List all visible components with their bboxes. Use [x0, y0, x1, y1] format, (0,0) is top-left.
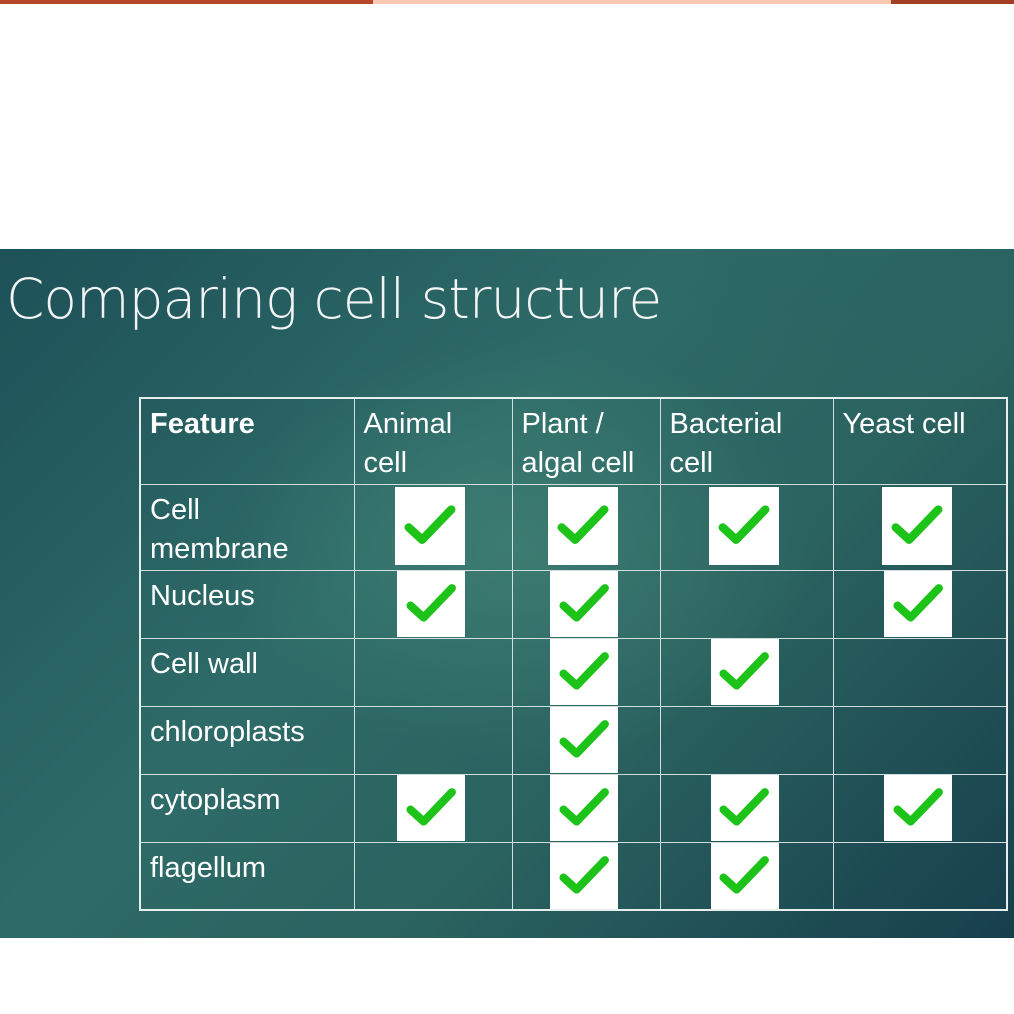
checkmark-image[interactable]	[397, 774, 465, 841]
bacterial-cell[interactable]	[659, 569, 834, 639]
search-box[interactable]	[373, 0, 891, 4]
checkmark-image[interactable]	[708, 486, 779, 565]
header-yeast-cell: Yeast cell	[832, 397, 1008, 485]
plant-cell[interactable]	[511, 483, 661, 571]
quick-access-toolbar[interactable]	[0, 0, 373, 4]
slide-title[interactable]: Comparing cell structure	[6, 267, 662, 331]
yeast-cell[interactable]	[832, 841, 1008, 911]
checkmark-icon	[559, 652, 609, 690]
checkmark-icon	[719, 652, 770, 690]
bacterial-cell[interactable]	[659, 705, 834, 775]
feature-cell[interactable]: Cell wall	[139, 637, 355, 707]
animal-cell[interactable]	[353, 773, 513, 843]
checkmark-icon	[719, 788, 770, 826]
animal-cell[interactable]	[353, 705, 513, 775]
checkmark-icon	[559, 856, 609, 894]
feature-cell[interactable]: Cell membrane	[139, 483, 355, 571]
checkmark-image[interactable]	[883, 570, 952, 637]
table-row: Cell wall	[139, 637, 1008, 707]
feature-cell[interactable]: flagellum	[139, 841, 355, 911]
checkmark-image[interactable]	[548, 486, 618, 565]
checkmark-image[interactable]	[397, 570, 465, 637]
table-row: Nucleus	[139, 569, 1008, 639]
checkmark-image[interactable]	[550, 774, 618, 841]
checkmark-icon	[557, 505, 609, 545]
checkmark-icon	[406, 788, 456, 826]
plant-cell[interactable]	[511, 841, 661, 911]
header-plant-cell: Plant / algal cell	[511, 397, 661, 485]
animal-cell[interactable]	[353, 637, 513, 707]
yeast-cell[interactable]	[832, 569, 1008, 639]
table-row: chloroplasts	[139, 705, 1008, 775]
window-controls[interactable]	[891, 0, 1014, 4]
checkmark-image[interactable]	[550, 706, 618, 773]
yeast-cell[interactable]	[832, 483, 1008, 571]
animal-cell[interactable]	[353, 483, 513, 571]
feature-cell[interactable]: chloroplasts	[139, 705, 355, 775]
header-animal-cell: Animal cell	[353, 397, 513, 485]
animal-cell[interactable]	[353, 569, 513, 639]
checkmark-image[interactable]	[550, 570, 618, 637]
table-row: flagellum	[139, 841, 1008, 911]
table-row: Cell membrane	[139, 483, 1008, 571]
plant-cell[interactable]	[511, 705, 661, 775]
checkmark-icon	[559, 720, 609, 758]
table-header-row: Feature Animal cell Plant / algal cell B…	[139, 397, 1008, 485]
checkmark-icon	[406, 584, 456, 622]
checkmark-image[interactable]	[710, 774, 779, 841]
slide-canvas: Comparing cell structure Feature Animal …	[0, 249, 1014, 938]
checkmark-image[interactable]	[881, 486, 952, 565]
table-row: cytoplasm	[139, 773, 1008, 843]
header-feature: Feature	[139, 397, 355, 485]
plant-cell[interactable]	[511, 637, 661, 707]
header-bacterial-cell: Bacterial cell	[659, 397, 834, 485]
bacterial-cell[interactable]	[659, 637, 834, 707]
feature-cell[interactable]: cytoplasm	[139, 773, 355, 843]
bacterial-cell[interactable]	[659, 773, 834, 843]
yeast-cell[interactable]	[832, 773, 1008, 843]
powerpoint-titlebar	[0, 0, 1014, 4]
checkmark-image[interactable]	[550, 842, 618, 909]
checkmark-image[interactable]	[883, 774, 952, 841]
checkmark-image[interactable]	[395, 486, 465, 565]
yeast-cell[interactable]	[832, 637, 1008, 707]
plant-cell[interactable]	[511, 773, 661, 843]
checkmark-image[interactable]	[710, 842, 779, 909]
yeast-cell[interactable]	[832, 705, 1008, 775]
checkmark-image[interactable]	[710, 638, 779, 705]
checkmark-icon	[719, 856, 770, 894]
checkmark-icon	[404, 505, 456, 545]
animal-cell[interactable]	[353, 841, 513, 911]
cell-comparison-table[interactable]: Feature Animal cell Plant / algal cell B…	[139, 397, 1008, 911]
plant-cell[interactable]	[511, 569, 661, 639]
checkmark-icon	[892, 584, 943, 622]
checkmark-image[interactable]	[550, 638, 618, 705]
checkmark-icon	[892, 788, 943, 826]
checkmark-icon	[559, 788, 609, 826]
feature-cell[interactable]: Nucleus	[139, 569, 355, 639]
checkmark-icon	[718, 505, 769, 545]
checkmark-icon	[559, 584, 609, 622]
bacterial-cell[interactable]	[659, 483, 834, 571]
bacterial-cell[interactable]	[659, 841, 834, 911]
checkmark-icon	[891, 505, 943, 545]
